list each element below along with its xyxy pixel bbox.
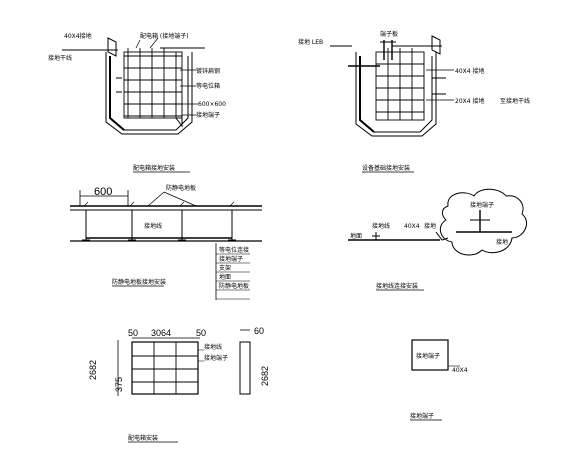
d5-dim-height: 2682 [88, 360, 98, 380]
d4-label-a: 接地线 [372, 222, 390, 230]
d3-label-l4: 地面 [219, 273, 231, 281]
detail-2: 接地 LEB 端子板 40X4 接地 20X4 接地 至接地干线 设备基础接地安… [298, 30, 530, 173]
d4-label-ground: 地面 [350, 232, 362, 240]
detail-4: 地面 接地线 40X4 接地 接地端子 接地 接地线连接安装 [348, 188, 527, 291]
d6-caption: 接地端子 [410, 412, 434, 420]
d2-label-r2: 20X4 接地 [455, 97, 484, 105]
d6-note: 40X4 [452, 367, 468, 374]
d4-caption: 接地线连接安装 [376, 282, 418, 290]
d1-label-r3: 600×600 [198, 101, 226, 108]
d5-side-dim-height: 2682 [260, 366, 270, 386]
d5-label-a: 接地线 [204, 343, 222, 351]
d5-dim-top-mid: 3064 [151, 328, 171, 338]
d1-label-r4: 接地端子 [196, 111, 220, 119]
d5-dim-top-right: 50 [196, 328, 206, 338]
d1-label-top: 配电箱 (接地端子) [140, 32, 189, 40]
d4-label-c: 接地 [424, 222, 436, 230]
d5-label-b: 接地端子 [204, 354, 228, 362]
d3-label-l3: 支架 [219, 264, 231, 272]
d1-caption: 配电箱接地安装 [133, 164, 175, 172]
d6-box-label: 接地端子 [416, 352, 440, 360]
d3-label-l1: 等电位连接 [219, 246, 249, 254]
d3-dim-600: 600 [94, 186, 112, 198]
d4-label-b: 40X4 [404, 223, 420, 230]
d2-label-r1: 40X4 接地 [455, 67, 484, 75]
d3-label-l2: 接地端子 [219, 255, 243, 263]
d1-label-r1: 镀锌扁钢 [196, 67, 220, 75]
d4-bubble-label: 接地端子 [470, 201, 494, 209]
d2-label-top-mid: 端子板 [380, 30, 398, 38]
detail-5: 50 3064 50 2682 375 接地线 接地端子 60 2682 配电箱… [88, 326, 270, 443]
d5-dim-bottom: 375 [114, 377, 124, 392]
d2-label-top-left: 接地 LEB [298, 38, 323, 46]
d3-label-mid: 接地线 [144, 222, 162, 230]
d3-caption: 防静电地板接地安装 [112, 278, 166, 286]
d5-caption: 配电箱安装 [128, 434, 158, 442]
d5-dim-top-left: 50 [128, 328, 138, 338]
d1-label-r2: 等电位箱 [196, 82, 220, 90]
detail-1: 40X4接地 接地干线 配电箱 (接地端子) 镀锌扁钢 等电位箱 600×600… [48, 32, 226, 173]
d2-caption: 设备基础接地安装 [362, 164, 410, 172]
d2-label-r3: 至接地干线 [500, 97, 530, 105]
detail-3: 600 防静电地板 接地线 等电位连接 接地端子 支架 [70, 184, 262, 300]
d1-label-left: 接地干线 [48, 54, 72, 62]
d1-label-top-left: 40X4接地 [64, 32, 92, 40]
d4-label-d: 接地 [496, 238, 508, 246]
d3-label-l5: 防静电地板 [219, 282, 249, 290]
d5-side-dim-top: 60 [254, 326, 264, 336]
detail-6: 接地端子 40X4 接地端子 [410, 339, 468, 421]
d3-label-top: 防静电地板 [166, 184, 196, 192]
